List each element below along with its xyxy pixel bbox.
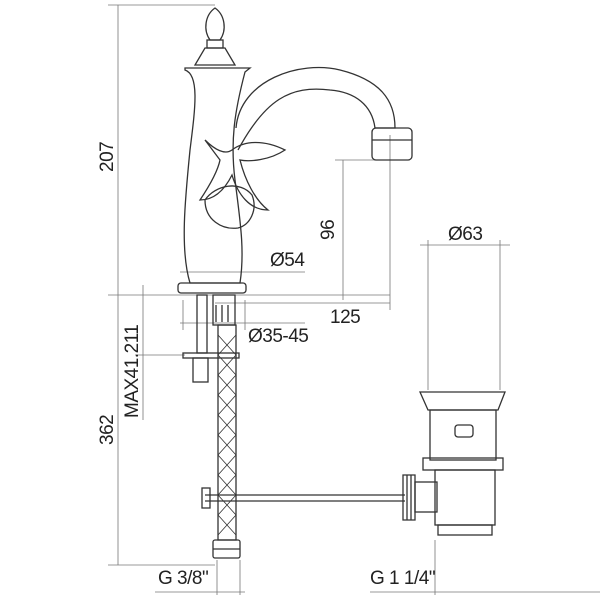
dim-base-diameter: Ø54 xyxy=(270,250,305,271)
faucet-top-knob xyxy=(193,7,237,66)
drain-thread-label: G 1 1/4" xyxy=(370,568,436,589)
flexible-hose xyxy=(212,324,241,559)
dim-max-thickness: MAX41.211 xyxy=(122,324,143,418)
faucet-body xyxy=(177,66,413,294)
mounting-hardware xyxy=(182,294,240,383)
dim-207: 207 xyxy=(97,141,118,172)
dim-drain-diameter: Ø63 xyxy=(448,224,483,245)
dim-hole-diameter: Ø35-45 xyxy=(248,326,309,347)
dim-362: 362 xyxy=(97,414,118,445)
dimension-lines xyxy=(108,4,600,595)
pop-up-drain xyxy=(402,391,506,536)
inlet-thread-label: G 3/8" xyxy=(158,568,209,589)
drain-rod xyxy=(201,487,405,509)
dim-125: 125 xyxy=(330,307,361,328)
dim-96: 96 xyxy=(318,219,339,240)
